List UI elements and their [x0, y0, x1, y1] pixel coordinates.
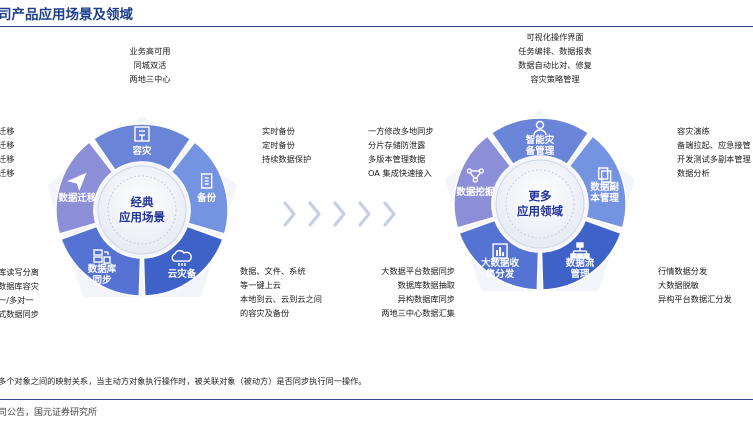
right-center-ring	[505, 169, 575, 239]
right-bottom-right-description: 行情数据分发 大数据脱敏 异构平台数据汇分发	[658, 266, 732, 304]
right-left-description: 一方修改多地同步 分片存储防泄露 多版本管理数据 OA 集成快速接入	[368, 126, 434, 178]
right-center-disc	[495, 159, 585, 249]
footer-divider	[0, 399, 753, 400]
building-icon	[134, 126, 150, 142]
chevron-arrow	[283, 201, 296, 227]
left-segment-label: 数据库同步	[87, 263, 117, 286]
left-segment-label: 云灾备	[168, 268, 197, 280]
right-segment-label: 数据流管理	[565, 257, 595, 280]
cloud-icon	[171, 249, 192, 267]
right-bottom-left-description: 大数据平台数据同步 数据库数据抽取 异构数据库同步 两地三中心数据汇集	[381, 266, 455, 318]
right-segment: 数据副本管理	[568, 135, 627, 229]
network-icon	[466, 168, 485, 183]
right-right-description: 容灾演练 备端拉起、应急接管 开发测试多副本管理 数据分析	[677, 126, 751, 178]
left-right-description: 实时备份 定时备份 持续数据保护	[262, 126, 312, 164]
paper-plane-icon	[67, 172, 87, 192]
document-icon	[200, 173, 213, 189]
chevron-arrow	[308, 201, 321, 227]
left-segment: 容灾	[92, 123, 192, 172]
chevron-arrow	[383, 201, 396, 227]
left-segment: 备份	[170, 141, 229, 235]
left-top-description: 业务高可用 同城双活 两地三中心	[129, 46, 171, 84]
chevron-arrow	[358, 201, 371, 227]
right-segment-label: 大数据收集分发	[481, 257, 520, 280]
database-sync-icon	[93, 249, 111, 264]
left-segment-label: 数据迁移	[57, 192, 97, 204]
left-segment: 云灾备	[142, 225, 224, 297]
right-segment: 数据流管理	[540, 219, 622, 291]
right-segment: 数据挖掘	[453, 135, 512, 229]
flow-chart-icon	[570, 242, 590, 259]
left-center-ring	[107, 175, 177, 245]
left-center-disc	[97, 165, 187, 255]
source-note: 司公告，国元证券研究所	[0, 408, 98, 418]
right-segment-label: 数据副本管理	[589, 181, 619, 204]
left-segment: 数据迁移	[55, 141, 114, 235]
left-segment: 数据库同步	[60, 225, 142, 297]
right-segment: 大数据收集分发	[458, 219, 540, 291]
chevron-arrow	[333, 201, 346, 227]
right-top-description: 可视化操作界面 任务编排、数据报表 数据自动比对、修复 容灾策略管理	[518, 32, 592, 84]
right-segment: 智能灾备管理	[490, 117, 590, 166]
right-segment-label: 智能灾备管理	[525, 134, 555, 157]
bar-chart-icon	[492, 243, 508, 259]
footnote: 多个对象之间的映射关系，当主动方对象执行操作时，被关联对象（被动方）是否同步执行…	[0, 376, 367, 386]
left-bottom-left-description: 库读写分离 数据库容灾 一/多对一 式数据同步	[0, 267, 39, 319]
left-left-description: 迁移 迁移 迁移 迁移	[0, 126, 15, 178]
right-segment-label: 数据挖掘	[455, 186, 495, 198]
right-center-label: 更多应用领域	[517, 189, 563, 218]
arrow-row	[283, 201, 396, 227]
page-title: 司产品应用场景及领域	[0, 7, 133, 23]
person-icon	[533, 120, 547, 136]
left-segment-label: 容灾	[131, 145, 152, 157]
header-divider	[0, 26, 753, 27]
left-center-label: 经典应用场景	[119, 195, 165, 224]
left-bottom-right-description: 数据、文件、系统 等一键上云 本地到云、云到云之间 的容灾及备份	[240, 266, 322, 318]
copy-document-icon	[597, 167, 612, 183]
left-segment-label: 备份	[196, 192, 217, 204]
